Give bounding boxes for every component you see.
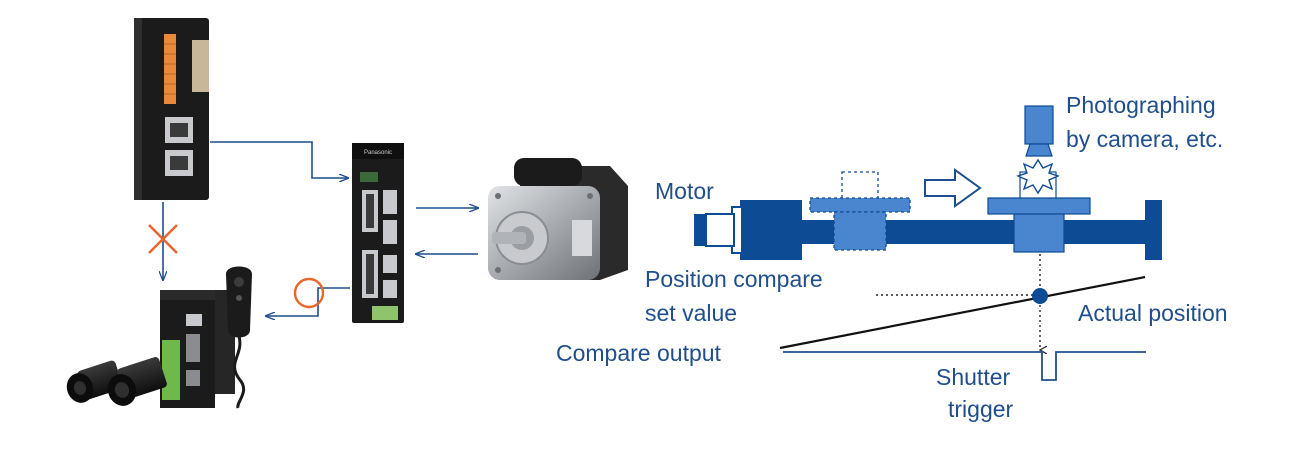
flash-burst-icon [1016, 158, 1060, 195]
arrow-unit-to-amplifier [210, 141, 348, 178]
current-table [987, 197, 1091, 215]
compare-output-signal [783, 351, 1146, 381]
label-position-compare-line1: Position compare [645, 266, 823, 292]
terminal-block [164, 34, 176, 104]
compare-point [1032, 288, 1048, 304]
outline-arrow-right-icon [924, 168, 982, 208]
servo-amplifier: Panasonic [352, 143, 404, 323]
previous-workpiece-outline [841, 171, 879, 201]
console-cable [233, 335, 246, 409]
label-photographing-line1: Photographing [1066, 92, 1216, 118]
camera-2 [107, 357, 167, 406]
label-compare-output: Compare output [556, 340, 721, 366]
label-shutter-line2: trigger [948, 396, 1014, 422]
label-photographing-line2: by camera, etc. [1066, 126, 1224, 152]
handheld-console [226, 266, 252, 338]
label-position-compare-line2: set value [645, 300, 738, 326]
label-motor: Motor [655, 178, 714, 204]
arrow-amplifier-to-vision [266, 287, 350, 316]
cross-mark-icon [148, 224, 178, 254]
camera-icon [1024, 105, 1054, 157]
current-carriage [1013, 213, 1065, 253]
amplifier-brand-text: Panasonic [364, 150, 392, 156]
actual-position-line [779, 275, 1146, 350]
rail-end-block [1145, 200, 1162, 260]
motor-body [740, 200, 802, 260]
motor-shaft [492, 232, 526, 244]
label-shutter-line1: Shutter [936, 364, 1011, 390]
label-actual-position: Actual position [1078, 300, 1228, 326]
vision-system [66, 266, 252, 409]
previous-table [809, 197, 911, 213]
previous-carriage [833, 211, 887, 251]
position-control-unit [134, 18, 209, 200]
vision-terminal-block [162, 340, 180, 400]
motor-connector [514, 158, 582, 186]
servo-motor [488, 158, 628, 280]
circle-mark-icon [293, 277, 325, 309]
